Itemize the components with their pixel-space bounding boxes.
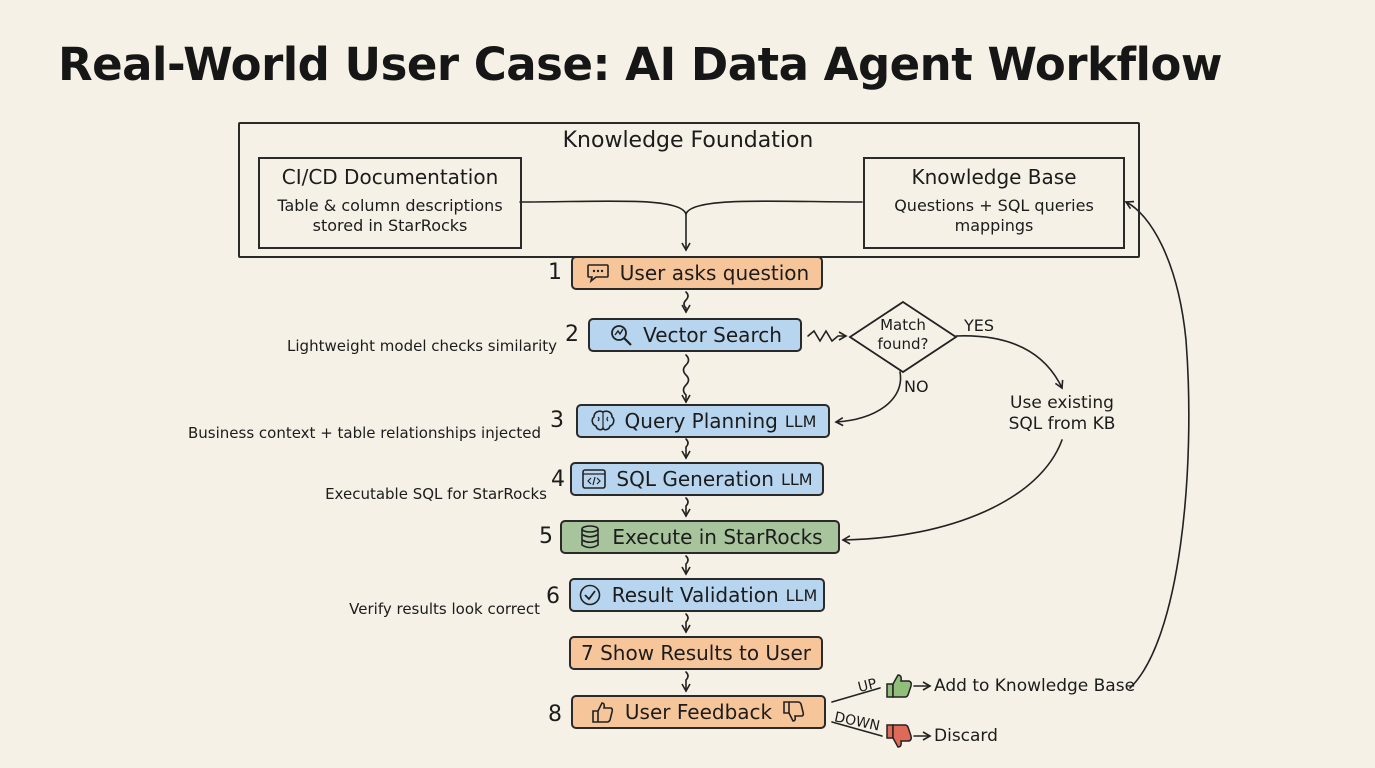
step-8-user-feedback: User Feedback: [571, 695, 826, 729]
feedback-down-arrow: [831, 721, 883, 737]
step-3-llm-tag: LLM: [784, 411, 817, 431]
cicd-title: CI/CD Documentation: [281, 165, 499, 189]
decision-no-arrow: [834, 371, 902, 427]
step4-to-step5-arrow: [681, 497, 691, 518]
loop-back-to-kb-arrow: [1124, 200, 1190, 689]
decision-diamond: [848, 300, 958, 374]
step-6-result-validation: Result Validation LLM: [569, 578, 825, 612]
step2-to-step3-arrow: [681, 354, 691, 404]
add-to-knowledge-base-label: Add to Knowledge Base: [934, 676, 1136, 696]
decision-yes-label: YES: [964, 316, 995, 335]
step-6-label: Result Validation: [611, 583, 779, 607]
search-to-decision-squiggle: [807, 329, 848, 343]
step-1-user-asks-question: User asks question: [571, 256, 823, 290]
discard-label: Discard: [934, 726, 998, 746]
kb-to-merge-line: [685, 200, 863, 215]
step-3-number: 3: [550, 408, 564, 433]
cicd-description: Table & column descriptions stored in St…: [277, 196, 503, 235]
thumbs-down-outline-icon: [781, 699, 807, 725]
step-2-number: 2: [565, 322, 579, 347]
step-6-llm-tag: LLM: [785, 585, 818, 605]
thumbs-down-red-icon: [884, 722, 914, 754]
brain-icon: [590, 408, 616, 434]
step-6-number: 6: [546, 584, 560, 609]
step6-to-step7-arrow: [681, 613, 691, 634]
knowledge-base-title: Knowledge Base: [911, 165, 1077, 189]
cicd-documentation-box: CI/CD Documentation Table & column descr…: [258, 157, 522, 249]
thumbs-up-outline-icon: [590, 699, 616, 725]
step-8-label: User Feedback: [624, 700, 773, 724]
step-3-query-planning: Query Planning LLM: [576, 404, 830, 438]
cicd-to-merge-line: [519, 200, 687, 215]
step-8-number: 8: [548, 702, 562, 727]
use-existing-sql-label: Use existing SQL from KB: [1008, 393, 1116, 434]
step-4-number: 4: [551, 467, 565, 492]
existing-sql-to-execute-arrow: [841, 439, 1063, 545]
decision-question: Match found?: [877, 316, 929, 353]
step-2-vector-search: Vector Search: [588, 318, 802, 352]
step-3-label: Query Planning: [624, 409, 778, 433]
step-5-label: Execute in StarRocks: [612, 525, 823, 549]
thumbs-up-green-icon: [884, 672, 914, 704]
magnifier-chart-icon: [608, 322, 634, 348]
knowledge-foundation-title: Knowledge Foundation: [562, 128, 814, 153]
knowledge-base-description: Questions + SQL queries mappings: [894, 196, 1094, 235]
step-1-label: User asks question: [619, 261, 810, 285]
step-7-show-results: 7 Show Results to User: [569, 636, 823, 670]
step-6-note: Verify results look correct: [349, 600, 540, 618]
step-3-note: Business context + table relationships i…: [187, 424, 541, 442]
step-7-label: 7 Show Results to User: [581, 641, 811, 665]
step-4-label: SQL Generation: [616, 467, 774, 491]
database-icon: [577, 524, 603, 550]
speech-bubble-icon: [585, 260, 611, 286]
step-5-execute-in-starrocks: Execute in StarRocks: [560, 520, 840, 554]
check-circle-icon: [577, 582, 603, 608]
step-1-number: 1: [548, 260, 562, 285]
code-window-icon: [581, 466, 607, 492]
step-2-note: Lightweight model checks similarity: [287, 337, 557, 355]
decision-no-label: NO: [904, 377, 929, 396]
step-5-number: 5: [539, 524, 553, 549]
step7-to-step8-arrow: [681, 671, 691, 693]
step-2-label: Vector Search: [643, 323, 782, 347]
step-4-sql-generation: SQL Generation LLM: [570, 462, 824, 496]
step3-to-step4-arrow: [681, 438, 691, 460]
decision-yes-arrow: [955, 335, 1064, 390]
feedback-up-arrow: [831, 687, 881, 703]
knowledge-base-box: Knowledge Base Questions + SQL queries m…: [863, 157, 1125, 249]
step5-to-step6-arrow: [681, 555, 691, 576]
step-4-note: Executable SQL for StarRocks: [325, 485, 547, 503]
page-title: Real-World User Case: AI Data Agent Work…: [58, 38, 1222, 91]
step1-to-step2-arrow: [681, 291, 691, 314]
step-4-llm-tag: LLM: [780, 469, 813, 489]
